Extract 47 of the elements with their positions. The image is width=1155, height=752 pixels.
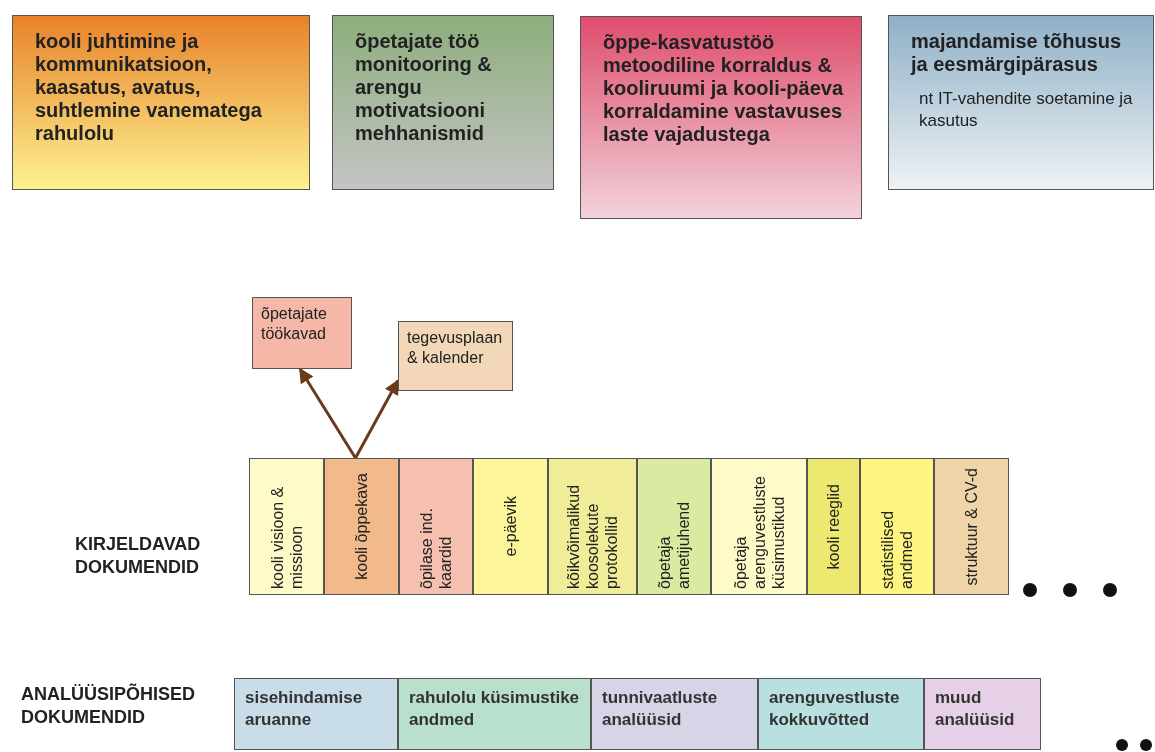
analysis-cell [924, 678, 1041, 750]
box-text: struktuur & CV-d [962, 467, 981, 586]
box-text: arenguvestluste kokkuvõtted [769, 688, 900, 729]
box-text: kooli reeglid [824, 483, 843, 570]
arrow [354, 379, 400, 459]
category-box [888, 15, 1154, 190]
document-cell [860, 458, 934, 595]
document-cell [637, 458, 711, 595]
document-cell [711, 458, 807, 595]
analysis-cell [398, 678, 591, 750]
analysis-cell [591, 678, 758, 750]
arrow [298, 367, 357, 459]
box-text: kõikvõimalikud koosolekute protokollid [564, 483, 621, 589]
box-text: õpetajate töökavad [261, 305, 327, 342]
document-cell [399, 458, 473, 595]
box-text: kooli visioon & missioon [267, 485, 306, 589]
document-cell [473, 458, 548, 595]
document-cell [548, 458, 637, 595]
plan-box [398, 321, 513, 391]
box-text: e-päevik [501, 496, 520, 557]
row-heading: KIRJELDAVAD DOKUMENDID [75, 533, 202, 579]
category-box [580, 16, 862, 219]
document-cell [249, 458, 324, 595]
box-text: õpilase ind. kaardid [417, 507, 455, 589]
box-text: sisehindamise aruanne [245, 688, 363, 729]
box-text: õpetajate töö monitooring & arengu motivatsiooni mehhanismid [355, 30, 493, 145]
box-text: kooli õppekava [352, 473, 371, 580]
category-box [332, 15, 554, 190]
box-text: majandamise tõhusus ja eesmärgipärasus [911, 30, 1123, 76]
box-text: õpetaja ametijuhend [655, 500, 693, 589]
box-text: tegevusplaan & kalender [407, 329, 503, 366]
row-heading: ANALÜÜSIPÕHISED DOKUMENDID [21, 683, 196, 729]
analysis-cell [234, 678, 398, 750]
document-cell [324, 458, 399, 595]
analysis-cell [758, 678, 924, 750]
box-text: tunnivaatluste analüüsid [602, 688, 718, 729]
box-text: statistilised andmed [878, 509, 916, 589]
category-box [12, 15, 310, 190]
box-text: kooli juhtimine ja kommunikatsioon, kaasatus, avatus, suhtlemine vanematega rahulolu [35, 30, 263, 145]
box-text: õpetaja arenguvestluste küsimustikud [730, 475, 788, 589]
box-text: õppe-kasvatustöö metoodiline korraldus & kooliruumi ja kooli-päeva korraldamine vastavuses laste vajadustega [603, 31, 845, 146]
document-cell [934, 458, 1009, 595]
note-text: nt IT-vahendite soetamine ja kasutus [918, 88, 1134, 132]
box-text: muud analüüsid [935, 688, 1015, 729]
plan-box [252, 297, 352, 369]
document-cell [807, 458, 860, 595]
box-text: rahulolu küsimustike andmed [409, 688, 580, 729]
